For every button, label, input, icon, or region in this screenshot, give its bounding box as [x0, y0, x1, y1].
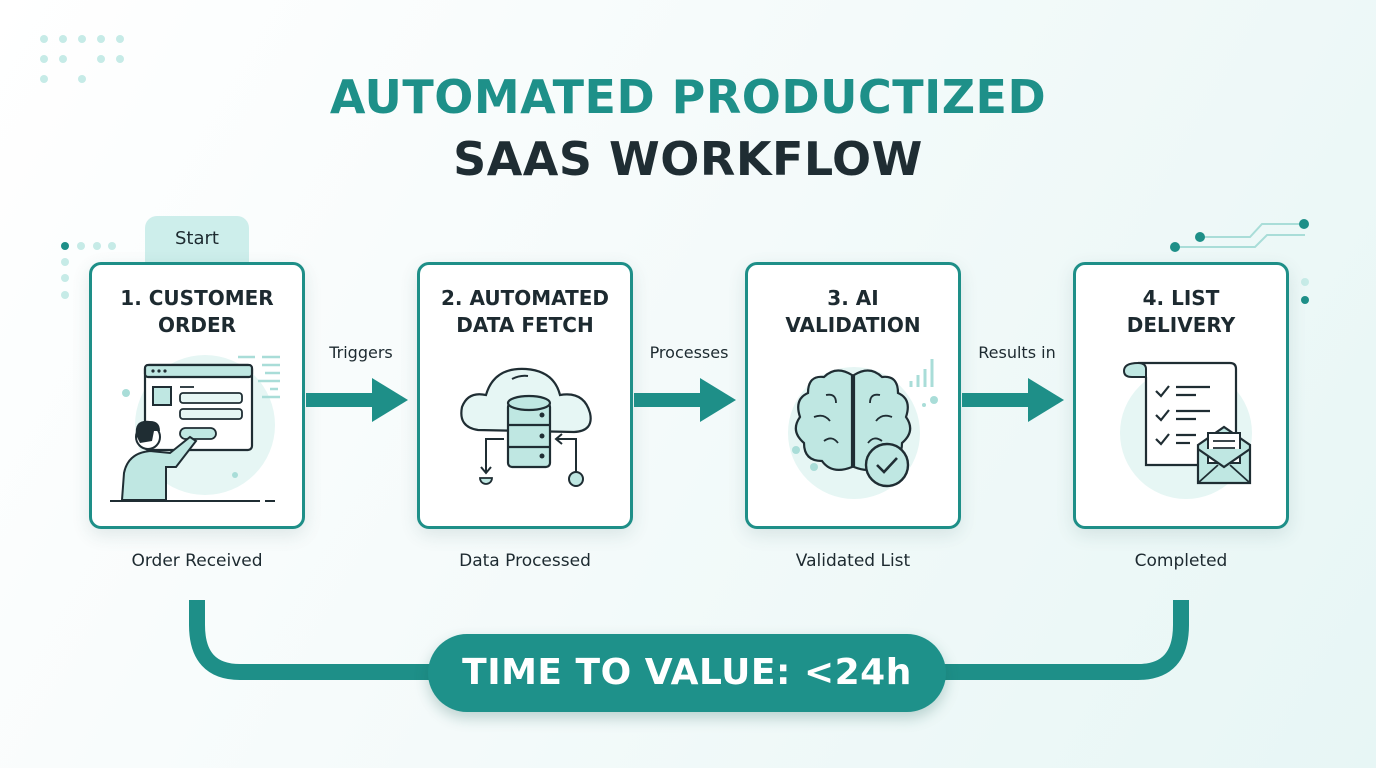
decor-dot: [40, 35, 48, 43]
step-card-ai-validation: 3. AI VALIDATION: [745, 262, 961, 529]
connector-label: Triggers: [329, 343, 393, 362]
decor-dot: [78, 75, 86, 83]
customer-order-icon: [110, 355, 280, 502]
decor-dot: [78, 35, 86, 43]
connector-triggers: Triggers: [306, 335, 416, 435]
step-title: 3. AI VALIDATION: [785, 286, 921, 337]
decor-dot: [59, 55, 67, 63]
decor-dot: [61, 242, 69, 250]
step-title: 2. AUTOMATED DATA FETCH: [441, 286, 609, 337]
decor-dot: [97, 35, 105, 43]
checklist-envelope-icon: [1120, 361, 1252, 499]
decor-dot: [77, 242, 85, 250]
decor-dot: [61, 274, 69, 282]
title-line-2: SAAS WORKFLOW: [453, 132, 923, 186]
time-to-value-badge: TIME TO VALUE: <24h: [428, 634, 946, 712]
brain-check-icon: [788, 359, 938, 499]
decor-dot: [97, 55, 105, 63]
decor-dot: [1301, 296, 1309, 304]
step-card-list-delivery: 4. LIST DELIVERY: [1073, 262, 1289, 529]
title-line-1: AUTOMATED PRODUCTIZED: [329, 70, 1047, 124]
step-status-label: Order Received: [131, 551, 263, 571]
step-card-customer-order: 1. CUSTOMER ORDER: [89, 262, 305, 529]
arrow-right-icon: [306, 378, 408, 422]
arrow-right-icon: [962, 378, 1064, 422]
connector-results-in: Results in: [962, 335, 1072, 435]
decor-dot: [116, 35, 124, 43]
step-card-data-fetch: 2. AUTOMATED DATA FETCH: [417, 262, 633, 529]
decor-dot: [40, 55, 48, 63]
connector-processes: Processes: [634, 335, 744, 435]
circuit-lines-decoration: [1170, 219, 1309, 252]
decor-dot: [61, 291, 69, 299]
decor-dot: [1301, 278, 1309, 286]
decor-dot: [93, 242, 101, 250]
decor-dot: [61, 258, 69, 266]
step-status-label: Validated List: [795, 551, 911, 571]
decor-dot: [116, 55, 124, 63]
decor-dot: [59, 35, 67, 43]
connector-label: Processes: [649, 343, 729, 362]
decor-dot: [108, 242, 116, 250]
connector-label: Results in: [978, 343, 1056, 362]
step-title: 1. CUSTOMER ORDER: [120, 286, 274, 337]
arrow-right-icon: [634, 378, 736, 422]
start-tab: Start: [145, 216, 249, 266]
cloud-database-icon: [460, 367, 592, 487]
step-status-label: Completed: [1134, 551, 1228, 571]
step-status-label: Data Processed: [459, 551, 591, 571]
decor-dot: [40, 75, 48, 83]
step-title: 4. LIST DELIVERY: [1126, 286, 1236, 337]
